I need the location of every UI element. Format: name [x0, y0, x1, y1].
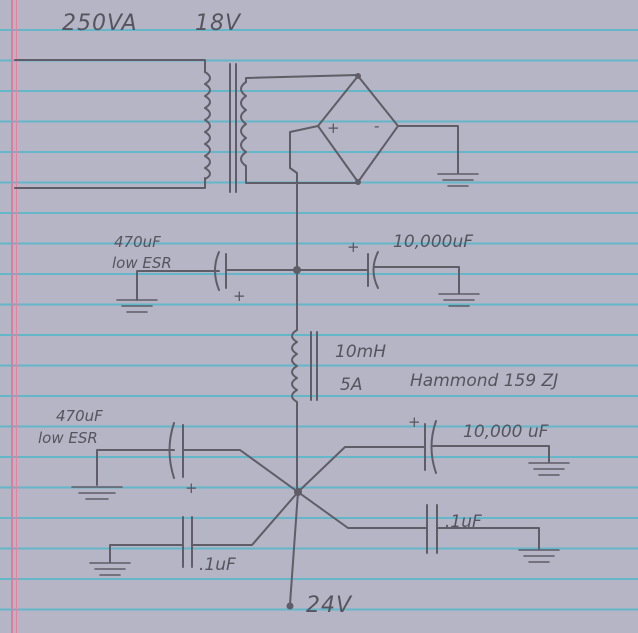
bridge-negative-lead — [397, 125, 459, 174]
cap3-type-label: low ESR — [38, 429, 98, 447]
cap-470uf-lowesr-out: + — [96, 422, 299, 497]
rating-voltage-label: 18V — [195, 11, 242, 36]
cap3-plus-label: + — [185, 479, 198, 497]
cap-470uf-lowesr-1: + — [136, 251, 298, 305]
ground-symbol-cap1 — [116, 299, 158, 313]
bridge-plus-label: + — [327, 119, 340, 137]
bridge-ac-node-top — [355, 73, 361, 79]
bridge-positive-lead — [289, 125, 319, 271]
cap2-plus-label: + — [347, 238, 360, 256]
cap1-plus-label: + — [233, 287, 246, 305]
cap3-value-label: 470uF — [56, 407, 103, 425]
secondary-top-lead — [245, 74, 359, 83]
ground-symbol-cap4 — [528, 462, 570, 476]
transformer — [204, 63, 247, 193]
output-voltage-label: 24V — [306, 593, 353, 618]
cap4-value-label: 10,000 uF — [463, 422, 549, 442]
rating-va-label: 250VA — [62, 11, 138, 36]
bridge-minus-label: - — [374, 117, 379, 135]
cap-0-1uf-left — [109, 491, 299, 568]
bridge-rectifier: + - — [317, 73, 399, 185]
ground-symbol-cap3 — [71, 486, 123, 500]
cap-10000uf-1: + — [296, 238, 460, 294]
cap1-value-label: 470uF — [114, 233, 161, 251]
cap2-value-label: 10,000uF — [393, 232, 473, 252]
ground-symbol-cap6 — [518, 549, 560, 563]
secondary-bottom-lead — [245, 165, 359, 184]
cap4-plus-label: + — [408, 413, 421, 431]
secondary-winding — [240, 81, 247, 167]
ground-symbol-cap2 — [438, 293, 480, 307]
cap5-value-label: .1uF — [199, 555, 236, 575]
output-terminal — [286, 602, 294, 610]
bridge-ac-node-bottom — [355, 179, 361, 185]
cap1-type-label: low ESR — [112, 254, 172, 272]
ground-symbol-bridge — [437, 173, 479, 187]
choke-current-label: 5A — [340, 375, 362, 395]
cap6-value-label: .1uF — [445, 512, 482, 532]
primary-winding — [204, 71, 211, 180]
choke-inductor — [291, 269, 318, 493]
primary-bottom-lead — [14, 177, 206, 189]
choke-part-label: Hammond 159 ZJ — [410, 371, 558, 391]
choke-inductance-label: 10mH — [335, 342, 386, 362]
primary-top-lead — [14, 59, 206, 73]
cap-0-1uf-right — [297, 491, 540, 554]
output-lead — [289, 491, 299, 605]
ground-symbol-cap5 — [89, 562, 131, 576]
cap-10000uf-out: + — [297, 413, 550, 493]
